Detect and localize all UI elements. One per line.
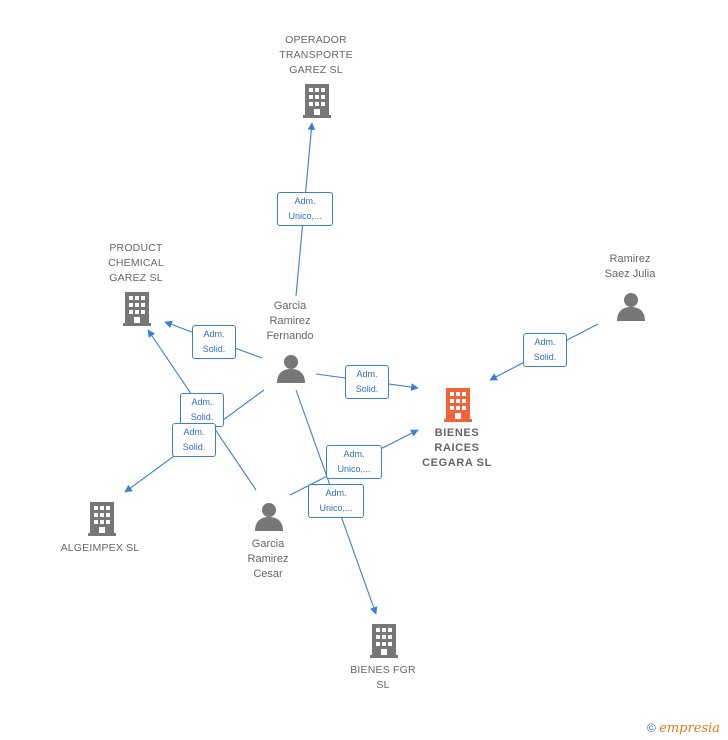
node-label-algeimpex[interactable]: ALGEIMPEX SL bbox=[60, 542, 140, 554]
edge-label-julia-bienes-raices[interactable]: Adm. Solid. bbox=[523, 333, 567, 367]
building-icon-product bbox=[123, 292, 151, 326]
node-label-bienes-fgr[interactable]: BIENES FGR SL bbox=[350, 664, 416, 691]
node-label-product[interactable]: PRODUCT CHEMICAL GAREZ SL bbox=[108, 242, 164, 284]
edge-label-cesar-product[interactable]: Adm. Solid. bbox=[180, 393, 224, 427]
building-icon-bienes-raices bbox=[444, 388, 472, 422]
edge-label-fernando-bienes-fgr[interactable]: Adm. Unico,... bbox=[308, 484, 364, 518]
person-icon-fernando bbox=[277, 355, 305, 383]
node-label-cesar[interactable]: Garcia Ramirez Cesar bbox=[247, 538, 289, 580]
person-icon-cesar bbox=[255, 503, 283, 531]
building-icon-algeimpex bbox=[88, 502, 116, 536]
edge-label-fernando-algeimpex[interactable]: Adm. Solid. bbox=[172, 423, 216, 457]
edge-label-fernando-product[interactable]: Adm. Solid. bbox=[192, 325, 236, 359]
edge-label-fernando-bienes-raices[interactable]: Adm. Solid. bbox=[345, 365, 389, 399]
edge-label-cesar-bienes-raices[interactable]: Adm. Unico,... bbox=[326, 445, 382, 479]
building-icon-operador bbox=[303, 84, 331, 118]
building-icon-bienes-fgr bbox=[370, 624, 398, 658]
person-icon-julia bbox=[617, 293, 645, 321]
copyright-symbol: © bbox=[646, 721, 656, 735]
node-label-bienes-raices[interactable]: BIENES RAICES CEGARA SL bbox=[422, 427, 492, 469]
node-label-operador[interactable]: OPERADOR TRANSPORTE GAREZ SL bbox=[279, 34, 353, 76]
footer-credit: © empresia bbox=[647, 721, 720, 736]
node-label-julia[interactable]: Ramirez Saez Julia bbox=[604, 253, 656, 280]
edge-label-fernando-operador[interactable]: Adm. Unico,... bbox=[277, 192, 333, 226]
empresia-logo[interactable]: empresia bbox=[659, 721, 720, 736]
node-label-fernando[interactable]: Garcia Ramirez Fernando bbox=[266, 300, 314, 342]
